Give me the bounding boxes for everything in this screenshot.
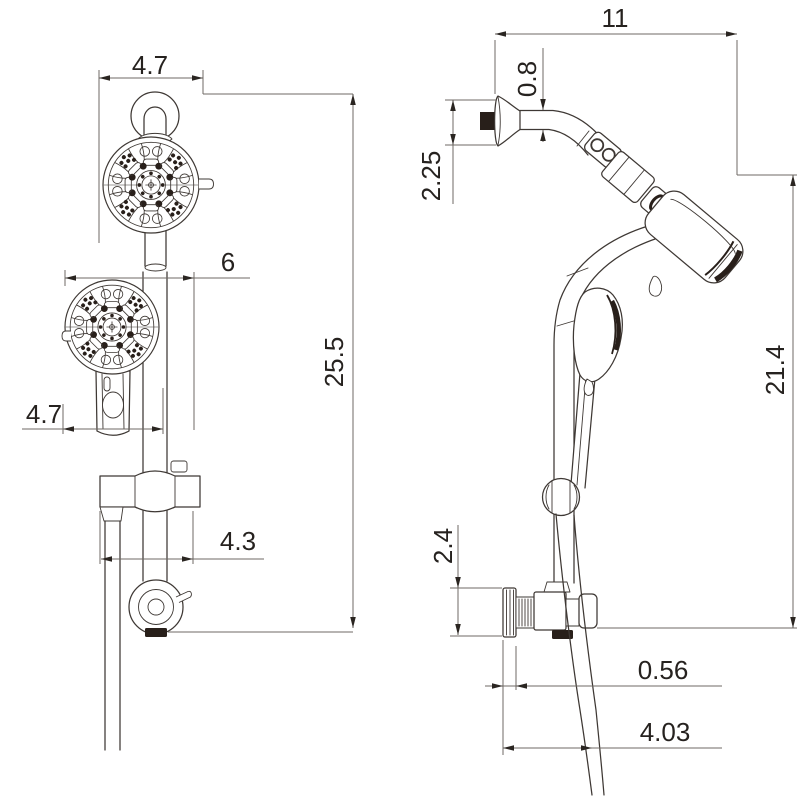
dim-text-hose-clearance: 0.56 bbox=[638, 655, 689, 685]
mount-lever-icon bbox=[175, 590, 192, 603]
wall-flange-side bbox=[480, 95, 521, 147]
dim-text-overhead-width: 4.7 bbox=[132, 50, 168, 80]
handheld-drip-spout-icon bbox=[583, 378, 594, 396]
diverter-valve bbox=[601, 150, 655, 204]
dim-text-handheld-to-bar: 6 bbox=[221, 247, 235, 277]
dim-text-bracket-height: 2.4 bbox=[428, 528, 458, 564]
dim-hose-clearance: 0.56 bbox=[485, 640, 722, 755]
dim-arm-diameter: 0.8 bbox=[512, 48, 546, 142]
dim-text-arm-reach: 11 bbox=[602, 3, 629, 33]
dim-arm-reach: 11 bbox=[494, 3, 738, 175]
dim-text-head-drop: 21.4 bbox=[760, 345, 790, 396]
side-view: 11 0.8 2.25 21.4 2.4 bbox=[416, 3, 797, 796]
dim-bracket-height: 2.4 bbox=[428, 525, 502, 637]
hose-front bbox=[99, 506, 124, 751]
handheld-handle-front bbox=[95, 370, 131, 436]
wall-mount-top-front bbox=[130, 91, 180, 144]
dim-text-hose-reach: 4.03 bbox=[640, 717, 691, 747]
dim-overall-height: 25.5 bbox=[168, 93, 356, 633]
spray-toggle-icon bbox=[61, 330, 71, 342]
dim-text-bracket-reach: 4.3 bbox=[220, 526, 256, 556]
bracket-rubber-pad bbox=[552, 630, 573, 639]
overhead-shower-head-front bbox=[103, 137, 214, 233]
dim-text-flange-height: 2.25 bbox=[416, 151, 446, 202]
diverter-lever-icon bbox=[199, 178, 214, 190]
handheld-shower-head-front bbox=[61, 280, 159, 374]
dim-text-arm-diameter: 0.8 bbox=[512, 61, 542, 97]
dim-overhead-width: 4.7 bbox=[98, 50, 204, 243]
dim-flange-height: 2.25 bbox=[416, 99, 496, 204]
overhead-arm-front bbox=[144, 229, 167, 272]
overhead-shower-head-side bbox=[644, 190, 744, 297]
dim-text-overall-height: 25.5 bbox=[319, 337, 349, 388]
hose-side bbox=[555, 513, 605, 796]
front-view: 4.7 6 4.7 4.3 25.5 bbox=[22, 50, 356, 751]
dim-handheld-to-bar: 6 bbox=[64, 247, 250, 430]
drip-spout-icon bbox=[648, 275, 663, 297]
handheld-side bbox=[570, 287, 623, 489]
slide-bracket-front bbox=[99, 460, 201, 513]
slide-bar-side bbox=[553, 225, 659, 584]
mount-rubber-pad bbox=[145, 628, 167, 637]
wall-mount-bottom-front bbox=[128, 579, 192, 637]
dim-text-handheld-width: 4.7 bbox=[26, 399, 62, 429]
dim-hose-reach: 4.03 bbox=[503, 717, 722, 751]
dim-handheld-width: 4.7 bbox=[22, 388, 164, 434]
holder-ball bbox=[541, 477, 581, 517]
dim-bracket-reach: 4.3 bbox=[99, 511, 264, 564]
dim-head-drop: 21.4 bbox=[597, 174, 797, 629]
arm-ball-joint bbox=[584, 131, 622, 169]
